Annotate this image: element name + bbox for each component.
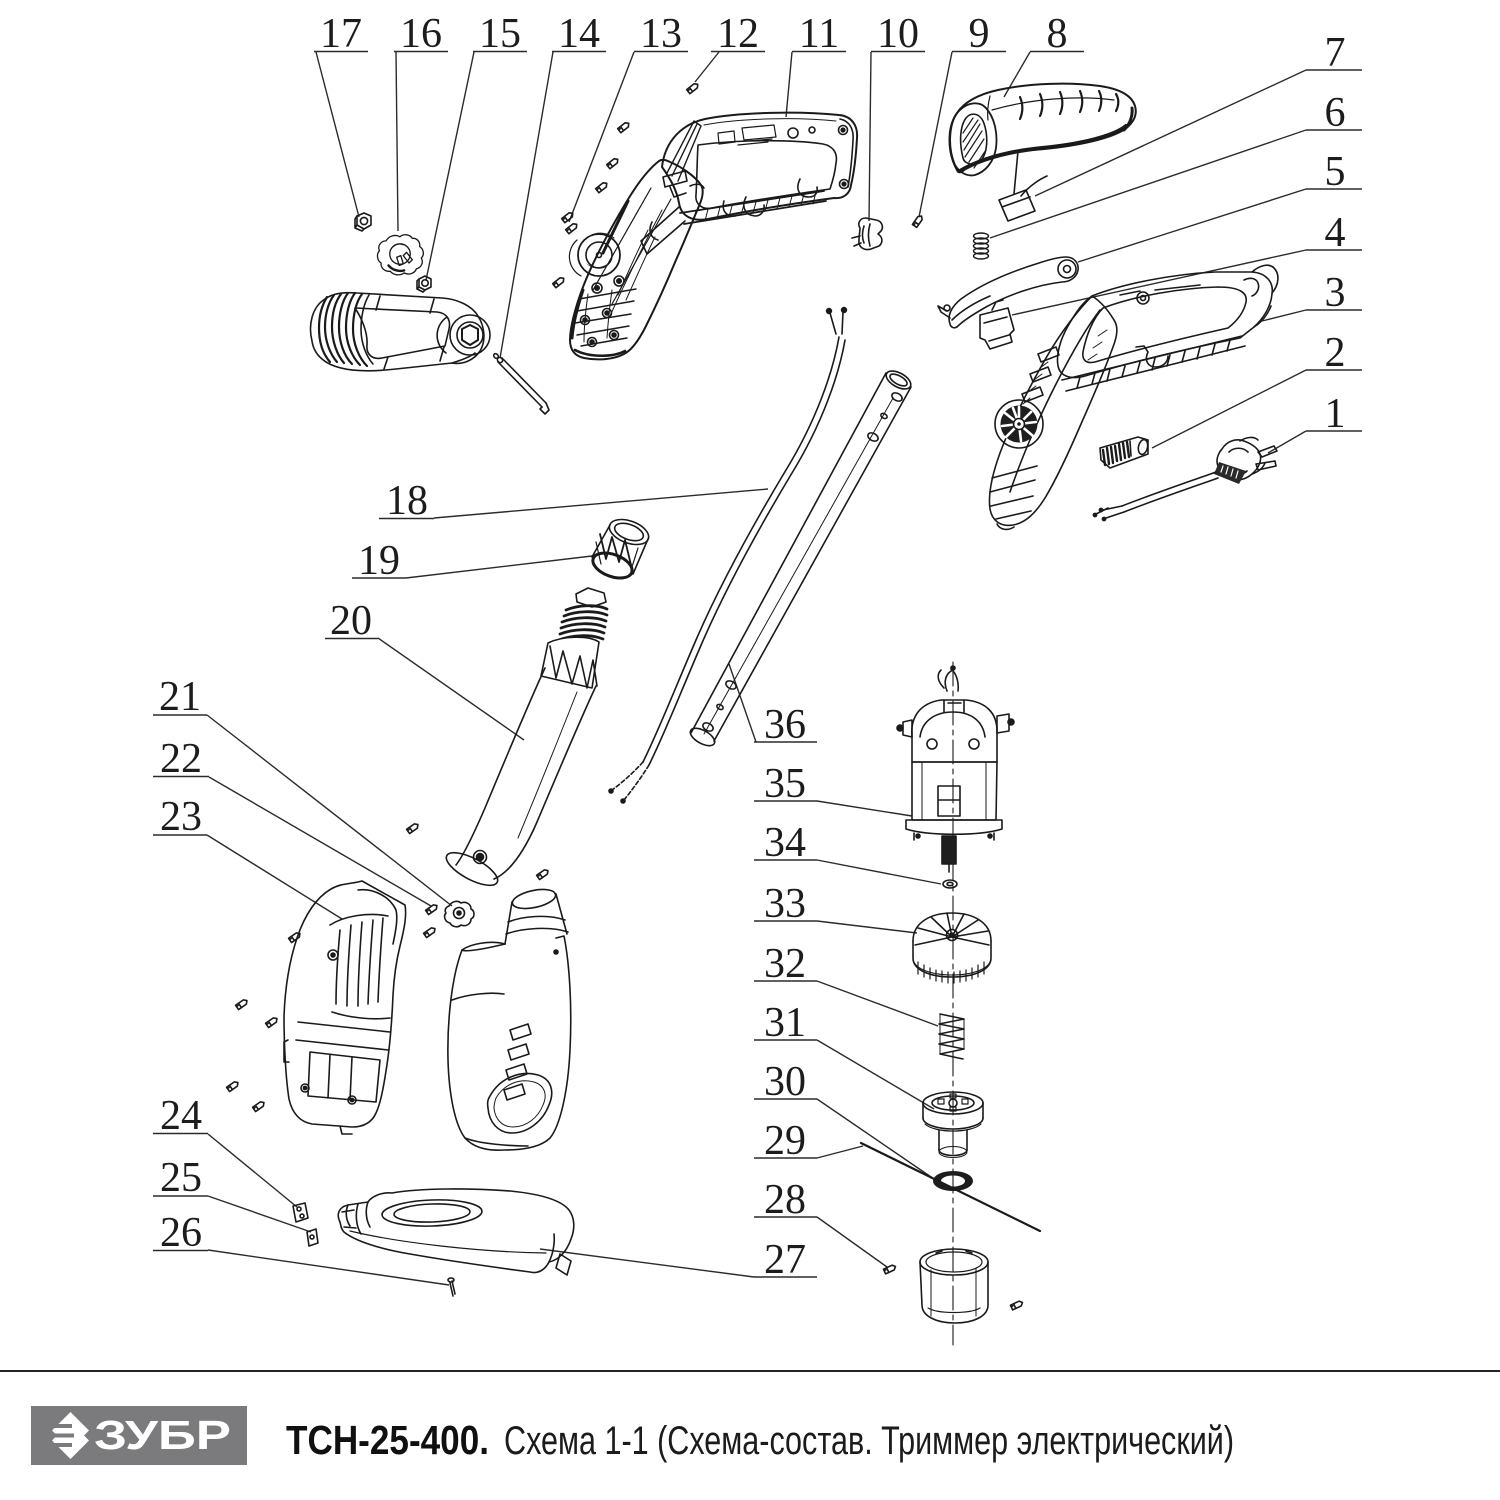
svg-text:33: 33 (764, 881, 806, 927)
svg-text:35: 35 (764, 761, 806, 807)
svg-text:2: 2 (1325, 330, 1346, 376)
svg-text:19: 19 (358, 538, 400, 584)
svg-text:30: 30 (764, 1059, 806, 1105)
svg-text:27: 27 (764, 1237, 806, 1283)
svg-text:32: 32 (764, 941, 806, 987)
svg-text:24: 24 (160, 1093, 202, 1139)
svg-text:18: 18 (386, 478, 428, 524)
svg-text:34: 34 (764, 820, 806, 866)
svg-text:12: 12 (717, 11, 759, 57)
svg-text:21: 21 (159, 674, 201, 720)
svg-text:Схема 1-1 (Схема-состав. Тримм: Схема 1-1 (Схема-состав. Триммер электри… (504, 1419, 1234, 1463)
svg-text:11: 11 (799, 11, 839, 57)
svg-text:23: 23 (160, 794, 202, 840)
svg-text:1: 1 (1325, 391, 1346, 437)
svg-text:7: 7 (1325, 30, 1346, 76)
svg-text:3: 3 (1325, 270, 1346, 316)
svg-text:15: 15 (479, 11, 521, 57)
svg-text:29: 29 (764, 1118, 806, 1164)
svg-text:13: 13 (640, 11, 682, 57)
svg-text:9: 9 (969, 11, 990, 57)
svg-text:4: 4 (1325, 210, 1346, 256)
svg-text:14: 14 (558, 11, 600, 57)
svg-text:20: 20 (330, 598, 372, 644)
svg-text:22: 22 (160, 736, 202, 782)
svg-text:6: 6 (1325, 90, 1346, 136)
svg-text:16: 16 (400, 11, 442, 57)
svg-text:ЗУБР: ЗУБР (94, 1412, 231, 1458)
svg-text:26: 26 (160, 1210, 202, 1256)
svg-text:36: 36 (764, 702, 806, 748)
svg-text:8: 8 (1047, 11, 1068, 57)
svg-text:10: 10 (877, 11, 919, 57)
svg-text:28: 28 (764, 1177, 806, 1223)
svg-text:31: 31 (764, 1000, 806, 1046)
svg-text:17: 17 (320, 11, 362, 57)
svg-text:5: 5 (1325, 149, 1346, 195)
svg-text:ТСН-25-400.: ТСН-25-400. (286, 1417, 489, 1463)
svg-text:25: 25 (160, 1155, 202, 1201)
